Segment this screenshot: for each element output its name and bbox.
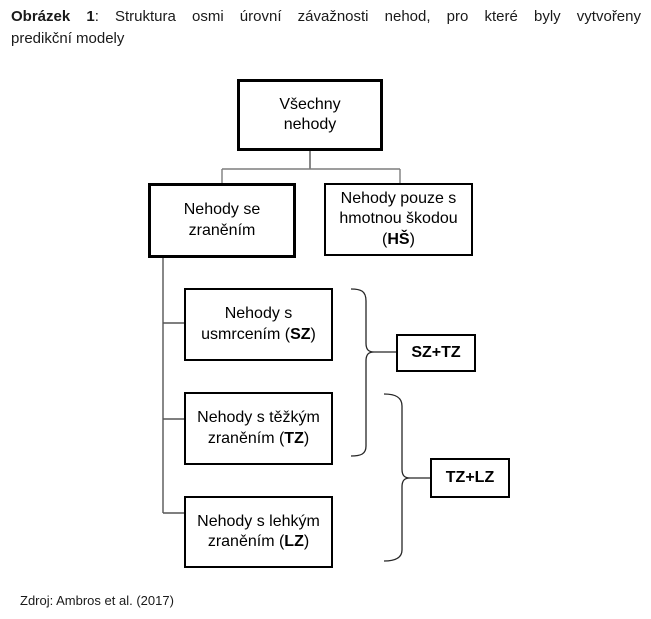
- node-light-code: LZ: [284, 533, 304, 550]
- node-all-accidents-label: Všechny nehody: [279, 95, 341, 133]
- node-severe-label: Nehody s těžkým zraněním (TZ): [197, 408, 320, 449]
- node-damage-only-text: Nehody pouze s hmotnou škodou (: [339, 189, 458, 248]
- node-fatal-close: ): [310, 325, 316, 343]
- node-severe-close: ): [303, 429, 310, 447]
- node-sz-tz-group: SZ+TZ: [396, 334, 476, 372]
- node-fatal-accidents: Nehody s usmrcením (SZ): [184, 288, 333, 361]
- node-damage-only-label: Nehody pouze s hmotnou škodou (HŠ): [339, 189, 457, 250]
- node-severe-injury-accidents: Nehody s těžkým zraněním (TZ): [184, 392, 333, 465]
- node-tz-lz-label: TZ+LZ: [445, 468, 495, 486]
- caption-label: Obrázek 1: [11, 8, 95, 25]
- brace-sz-tz: [350, 288, 375, 457]
- node-injury-accidents-label: Nehody se zraněním: [183, 201, 261, 239]
- node-sz-tz-label: SZ+TZ: [411, 343, 461, 361]
- node-damage-only-close: ): [409, 230, 415, 248]
- node-light-close: ): [303, 533, 310, 550]
- figure-caption: Obrázek 1: Struktura osmi úrovní závažno…: [11, 6, 641, 50]
- source-note: Zdroj: Ambros et al. (2017): [20, 593, 174, 608]
- node-severe-code: TZ: [284, 429, 304, 447]
- node-light-injury-accidents: Nehody s lehkým zraněním (LZ): [184, 496, 333, 568]
- node-injury-accidents: Nehody se zraněním: [148, 183, 296, 258]
- caption-text: : Struktura osmi úrovní závažnosti nehod…: [94, 8, 641, 25]
- node-tz-lz-group: TZ+LZ: [430, 458, 510, 498]
- node-damage-only-code: HŠ: [387, 230, 410, 248]
- caption-line-2: predikční modely: [11, 30, 125, 47]
- caption-line-1: Obrázek 1: Struktura osmi úrovní závažno…: [11, 6, 641, 28]
- node-fatal-label: Nehody s usmrcením (SZ): [201, 304, 316, 345]
- node-light-label: Nehody s lehkým zraněním (LZ): [197, 512, 320, 553]
- node-severe-text: Nehody s těžkým zraněním (: [197, 409, 320, 447]
- node-light-text: Nehody s lehkým zraněním (: [197, 512, 320, 550]
- node-fatal-code: SZ: [290, 325, 311, 343]
- node-all-accidents: Všechny nehody: [237, 79, 383, 151]
- brace-tz-lz: [383, 393, 411, 562]
- node-fatal-text: Nehody s usmrcením (: [201, 305, 293, 343]
- node-damage-only-accidents: Nehody pouze s hmotnou škodou (HŠ): [324, 183, 473, 256]
